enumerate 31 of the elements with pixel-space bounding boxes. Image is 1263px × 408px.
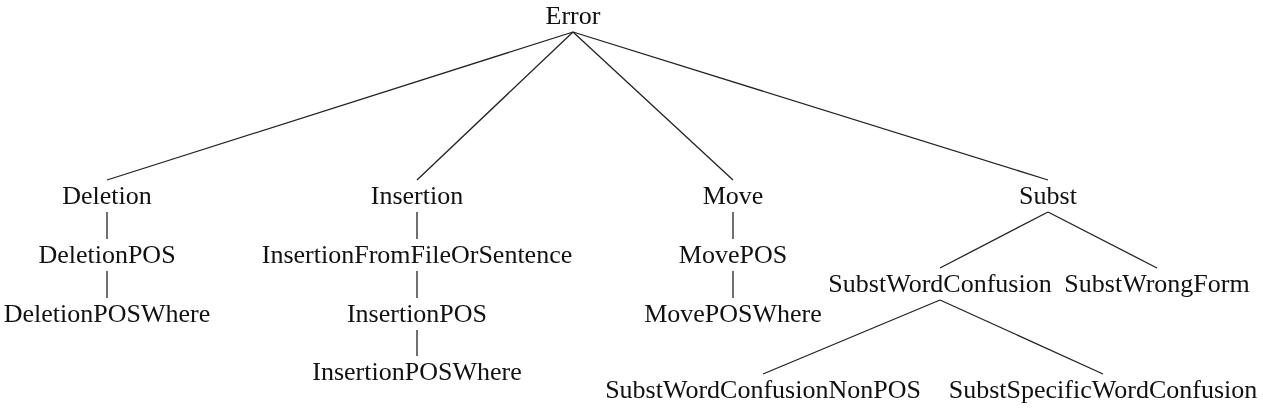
- tree-node-label: DeletionPOS: [37, 239, 177, 271]
- tree-branch-line: [572, 31, 1049, 181]
- tree-node-label: Error: [544, 0, 602, 32]
- tree-branch-line: [106, 31, 574, 181]
- tree-node-label: InsertionFromFileOrSentence: [260, 239, 574, 271]
- tree-branch-line: [416, 31, 574, 181]
- tree-node-label: Move: [701, 180, 765, 212]
- tree-branch-line: [416, 211, 418, 240]
- tree-branch-line: [939, 211, 1049, 269]
- tree-node-label: Deletion: [61, 180, 153, 212]
- tree-node-label: SubstWordConfusion: [827, 268, 1053, 300]
- tree-branch-line: [416, 329, 418, 357]
- tree-node-label: InsertionPOSWhere: [311, 356, 523, 388]
- tree-branch-line: [1047, 211, 1158, 269]
- tree-branch-line: [732, 211, 734, 240]
- tree-branch-line: [416, 270, 418, 299]
- tree-node-label: Subst: [1018, 180, 1078, 212]
- tree-node-label: SubstWrongForm: [1063, 268, 1251, 300]
- tree-node-label: InsertionPOS: [345, 298, 489, 330]
- tree-node-label: Insertion: [369, 180, 465, 212]
- tree-branch-line: [106, 270, 108, 299]
- tree-node-label: SubstWordConfusionNonPOS: [604, 374, 922, 406]
- tree-node-label: DeletionPOSWhere: [2, 298, 212, 330]
- tree-branch-line: [939, 299, 1104, 375]
- tree-branch-line: [106, 211, 108, 240]
- tree-branch-line: [572, 31, 734, 181]
- tree-node-label: MovePOSWhere: [643, 298, 823, 330]
- tree-branch-line: [732, 270, 734, 299]
- tree-node-label: SubstSpecificWordConfusion: [947, 374, 1259, 406]
- tree-node-label: MovePOS: [677, 239, 789, 271]
- tree-branch-line: [762, 299, 941, 375]
